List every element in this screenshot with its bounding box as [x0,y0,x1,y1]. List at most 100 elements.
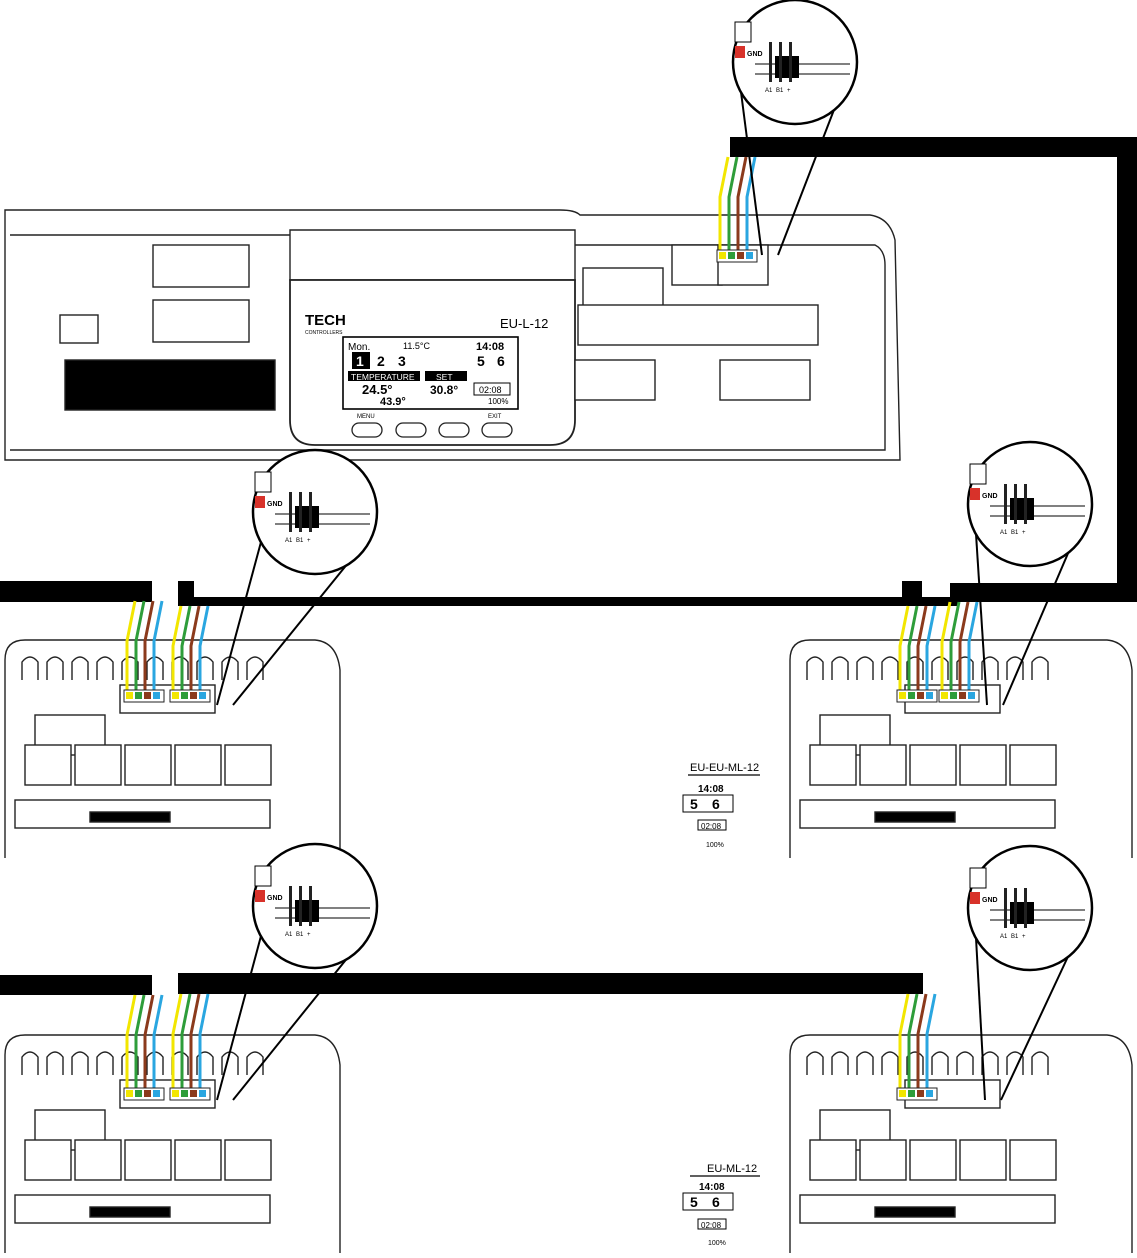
wire-bundles [123,156,980,1101]
wires-bl-a-wire [134,994,146,1088]
exit-label: EXIT [488,414,502,420]
zone-6: 6 [497,353,505,369]
module-screen-mid-right: EU-EU-ML-12 14:08 5 6 02:08 100% [682,762,760,849]
wires-bl-a-wire [143,994,155,1088]
module-bottom-right-terminal-block [909,1139,957,1181]
callout-main-jumper [775,56,799,78]
wires-ml-a-wire [152,600,164,690]
wires-bl-b-pin [190,1090,197,1097]
callout-main-pin-post [789,42,792,82]
callout-bl-jumper [295,900,319,922]
module-2-time: 14:08 [699,1182,725,1193]
module-mid-left-terminal-block [124,744,172,786]
module-mid-left-terminal-block [224,744,272,786]
wires-ml-b-wire [180,605,192,690]
callout-main-gnd: GND [747,51,763,58]
zone-2: 2 [377,353,385,369]
main-housing-outline [4,209,901,461]
temperature-label: TEMPERATURE [351,372,415,382]
callout-mr-pin-label: B1 [1011,530,1019,536]
module-1-model: EU-EU-ML-12 [690,762,759,774]
bus-cable-mid-long [178,597,958,606]
callout-bl-pin-label: B1 [296,932,304,938]
callout-mr-gnd: GND [982,493,998,500]
bus-cable-right-return [950,583,1137,602]
wires-main-pin [746,252,753,259]
wires-bl-a-wire [125,994,137,1088]
module-mid-left-fin [46,656,64,680]
zone-3: 3 [398,353,406,369]
wires-ml-b-wire [189,605,201,690]
module-bottom-right-fin [806,1051,824,1075]
module-mid-left-terminal-block [24,744,72,786]
module-mid-right-housing [789,639,1133,858]
callout-br-pin-label: + [1022,934,1026,940]
main-left-terminals [59,244,276,411]
temp-label-bg [348,371,420,381]
wires-main-wire [745,156,757,250]
module-mid-left-fin [121,656,139,680]
callout-br-pin-label: A1 [1000,934,1008,940]
up-button[interactable] [395,422,427,438]
module-bottom-right-terminal-block [859,1139,907,1181]
module-bottom-left-fin [46,1051,64,1075]
wires-mr-a-wire [925,605,937,690]
module-bottom-right-housing [789,1034,1133,1253]
callout-ml-red-pin [255,496,265,508]
module-mid-right-fin [956,656,974,680]
wires-main-wire [736,156,748,250]
callout-ml-gnd: GND [267,501,283,508]
module-bottom-right-fin [856,1051,874,1075]
callout-bl-pin-post [289,886,292,926]
wires-bl-b-wire [180,993,192,1088]
wires-mr-b-wire [967,601,979,690]
exit-button[interactable] [481,422,513,438]
module-2-model: EU-ML-12 [707,1163,757,1175]
callout-br-terminal [969,867,987,889]
module-mid-left-fin [71,656,89,680]
callout-br-pointer [1000,947,1073,1101]
wires-bl-b-pin [181,1090,188,1097]
wires-ml-a [123,600,165,703]
module-mid-right-fin [931,656,949,680]
menu-button[interactable] [351,422,383,438]
wires-mr-b-pin [968,692,975,699]
wires-br [896,993,938,1101]
callout-bl-terminal [254,865,272,887]
wires-mr-b-wire [949,601,961,690]
wires-mr-b-pin [950,692,957,699]
module-mid-left-fin [96,656,114,680]
down-button[interactable] [438,422,470,438]
callout-main-red-pin [735,46,745,58]
menu-label: MENU [357,414,375,420]
module-mid-right-terminal-block [859,744,907,786]
module-bottom-right-fin [906,1051,924,1075]
module-mid-left-fin [21,656,39,680]
callout-br-pin-post [1024,888,1027,928]
module-mid-right-terminal-block [959,744,1007,786]
callout-ml-pin-label: + [307,538,311,544]
wires-ml-a-pin [126,692,133,699]
callout-br-red-pin [970,892,980,904]
wires-ml-a-pin [144,692,151,699]
callout-bl-pin-post [309,886,312,926]
module-screen-bottom-right: EU-ML-12 14:08 5 6 02:08 100% [682,1163,760,1247]
zone-1-box [352,352,370,369]
wires-br-wire [916,993,928,1088]
bus-cables [0,137,1137,995]
module-bottom-right-fin [1006,1051,1024,1075]
callout-ml-pin-post [299,492,302,532]
wires-main-pin [719,252,726,259]
wires-br-pin [926,1090,933,1097]
wires-main-wire [727,156,739,250]
module-bottom-left-housing [4,1034,341,1253]
callout-mr-pin-label: A1 [1000,530,1008,536]
module-bottom-left-fin [96,1051,114,1075]
wires-ml-b-wire [171,605,183,690]
callout-mr-pin-label: + [1022,530,1026,536]
wires-mr-b [938,601,980,703]
